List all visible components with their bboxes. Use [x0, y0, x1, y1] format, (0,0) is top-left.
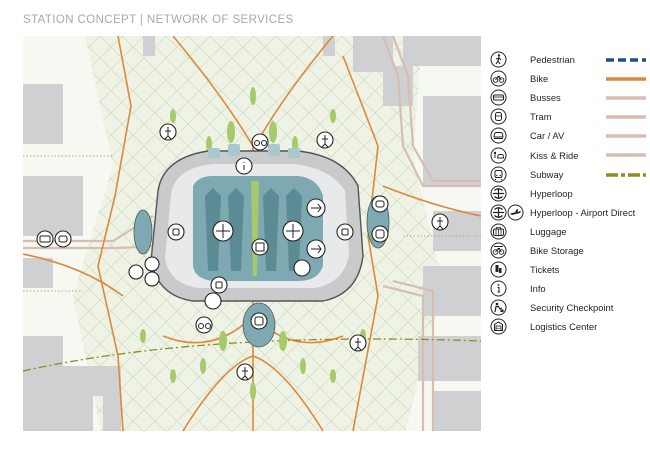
security-icon — [293, 259, 311, 277]
luggage-icon — [210, 276, 228, 294]
legend-item: Subway — [490, 165, 648, 184]
info-icon — [490, 280, 507, 297]
tram-icon — [490, 108, 507, 125]
tram-icon — [371, 225, 389, 243]
legend-item: Security Checkpoint — [490, 298, 648, 317]
bus-line-swatch — [606, 96, 646, 100]
legend-label: Luggage — [530, 225, 567, 237]
bus-icon — [128, 264, 144, 280]
subway-icon — [490, 166, 507, 183]
legend-label: Tickets — [530, 264, 560, 276]
greenery — [140, 87, 366, 400]
legend-item: Logistics Center — [490, 317, 648, 336]
legend-label: Subway — [530, 168, 564, 180]
tram-line-swatch — [606, 115, 646, 120]
car-icon — [54, 230, 72, 248]
legend-item: Info — [490, 279, 648, 298]
bike-icon — [490, 70, 507, 87]
site-plan — [23, 36, 481, 431]
hyperloop-airport-icon — [490, 204, 524, 221]
legend-label: Security Checkpoint — [530, 302, 614, 314]
legend-label: Tram — [530, 111, 552, 123]
legend-item: Hyperloop - Airport Direct — [490, 203, 648, 222]
legend-item: Kiss & Ride — [490, 145, 648, 164]
pedestrian-line-swatch — [606, 58, 646, 62]
kiss-ride-icon — [144, 256, 160, 272]
bike-storage-icon — [490, 242, 507, 259]
legend-item: Tram — [490, 107, 648, 126]
tram-icon — [250, 312, 268, 330]
legend-label: Pedestrian — [530, 54, 575, 66]
car-icon — [144, 271, 160, 287]
luggage-icon — [336, 223, 354, 241]
page-title: STATION CONCEPT | NETWORK OF SERVICES — [23, 14, 294, 26]
legend-label: Car / AV — [530, 130, 565, 142]
bike-line-swatch — [606, 77, 646, 81]
legend-label: Bike — [530, 73, 549, 85]
pedestrian-icon — [490, 51, 507, 68]
logistics-icon — [490, 318, 507, 335]
tickets-icon — [204, 292, 222, 310]
legend-label: Logistics Center — [530, 321, 598, 333]
legend: Pedestrian Bike Busses Tram Car / AV Kis — [490, 50, 648, 336]
pedestrian-routes — [23, 155, 481, 292]
subway-route — [23, 338, 481, 372]
luggage-icon — [490, 223, 507, 240]
legend-label: Bike Storage — [530, 244, 584, 256]
hyperloop-icon — [490, 185, 507, 202]
bus-icon — [36, 230, 54, 248]
legend-item: Tickets — [490, 260, 648, 279]
tickets-icon — [490, 261, 507, 278]
subway-line-swatch — [606, 172, 646, 177]
bus-icon — [490, 89, 507, 106]
car-icon — [490, 127, 507, 144]
legend-item: Luggage — [490, 222, 648, 241]
security-icon — [490, 299, 507, 316]
legend-item: Bike — [490, 69, 648, 88]
luggage-icon — [167, 223, 185, 241]
legend-label: Kiss & Ride — [530, 149, 579, 161]
legend-label: Busses — [530, 92, 561, 104]
legend-label: Hyperloop - Airport Direct — [530, 206, 636, 218]
legend-item: Pedestrian — [490, 50, 648, 69]
legend-item: Busses — [490, 88, 648, 107]
legend-item: Car / AV — [490, 126, 648, 145]
car-icon — [371, 195, 389, 213]
legend-item: Hyperloop — [490, 184, 648, 203]
car-line-swatch — [606, 134, 646, 139]
legend-label: Hyperloop — [530, 187, 573, 199]
logistics-icon — [251, 238, 269, 256]
legend-label: Info — [530, 283, 546, 295]
legend-item: Bike Storage — [490, 241, 648, 260]
kiss-ride-icon — [490, 147, 507, 164]
kiss-ride-line-swatch — [606, 153, 646, 158]
